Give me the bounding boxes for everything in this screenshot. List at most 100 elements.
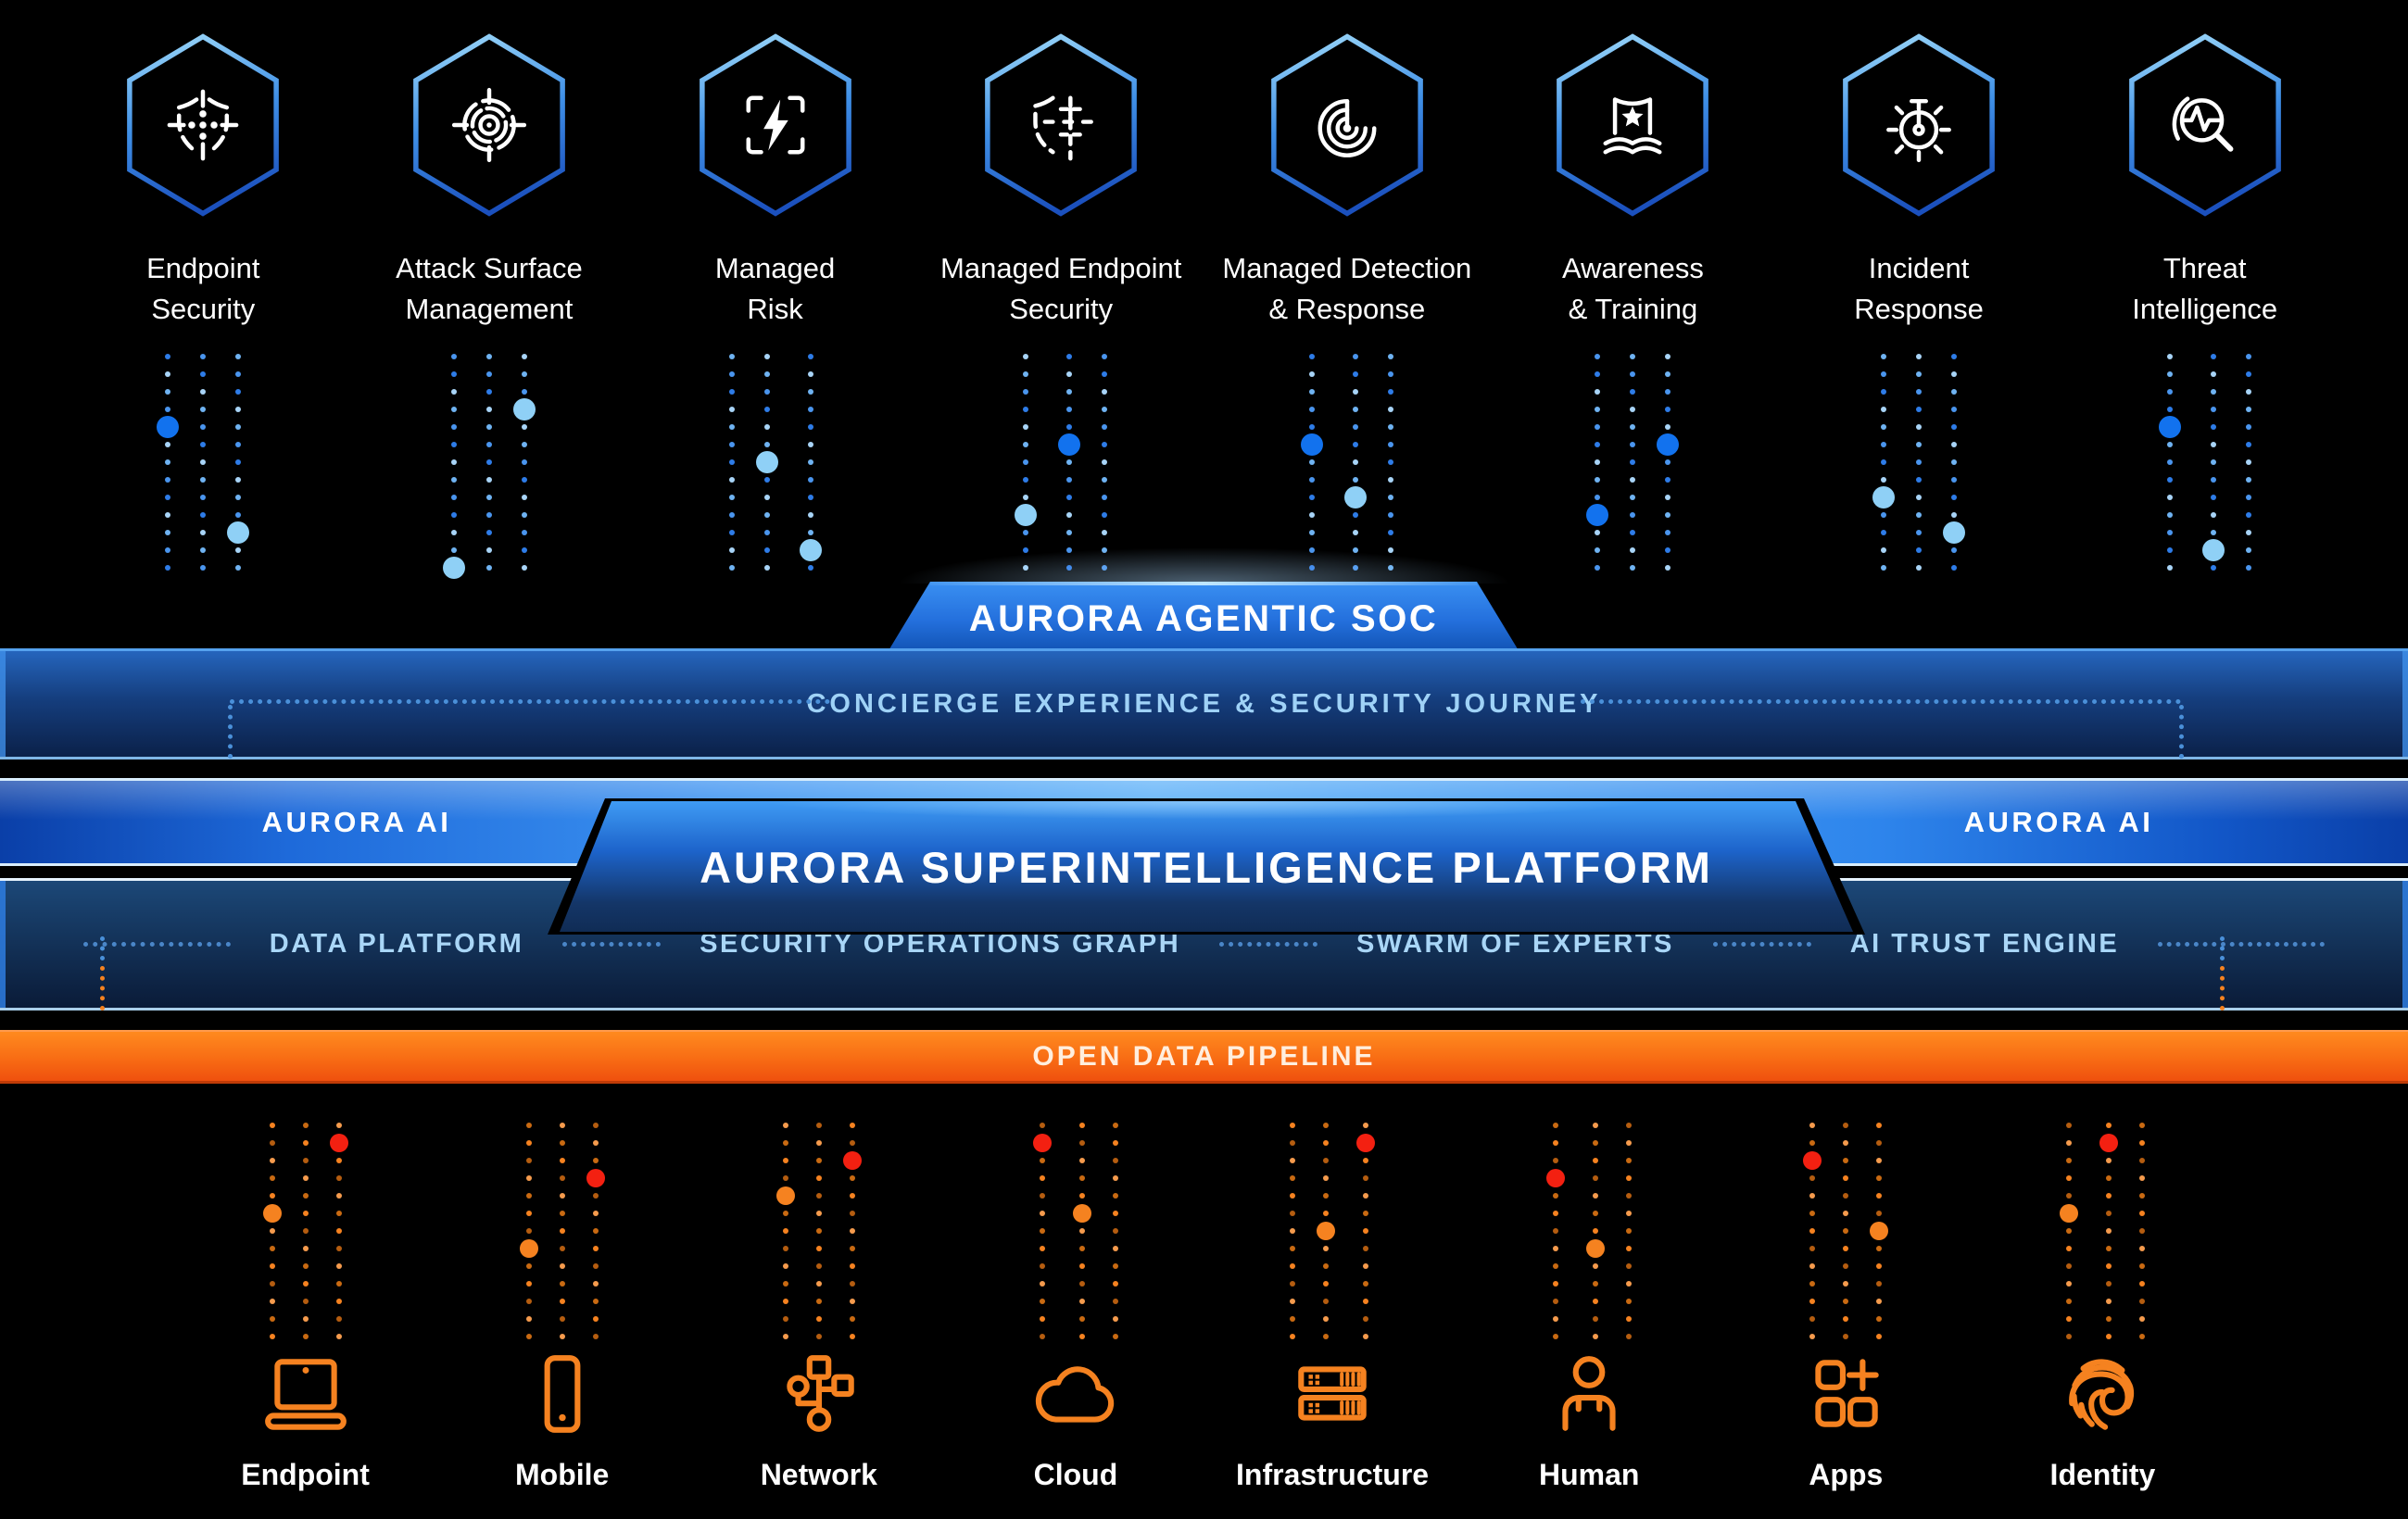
dot <box>335 1211 342 1216</box>
dot <box>2166 407 2173 412</box>
dot <box>782 1140 788 1146</box>
dot <box>269 1193 275 1199</box>
dot <box>2166 495 2173 500</box>
dot <box>763 407 770 412</box>
dot <box>782 1175 788 1181</box>
dot <box>302 1140 309 1146</box>
dot <box>1881 530 1887 535</box>
dot <box>1308 512 1315 518</box>
dot <box>1843 1175 1849 1181</box>
dot <box>1951 547 1958 553</box>
accent-dot <box>1356 1134 1376 1152</box>
superintelligence-platform-banner: AURORA SUPERINTELLIGENCE PLATFORM <box>560 801 1853 932</box>
dot <box>2166 547 2173 553</box>
dot <box>2066 1175 2073 1181</box>
dot <box>1843 1263 1849 1269</box>
dot <box>1881 459 1887 465</box>
dot <box>1876 1299 1883 1304</box>
dot <box>763 565 770 571</box>
dot <box>235 354 242 359</box>
dot <box>2139 1281 2146 1287</box>
dot <box>1809 1123 1816 1128</box>
dot <box>1387 495 1393 500</box>
dot <box>1881 407 1887 412</box>
dot <box>269 1281 275 1287</box>
dot <box>1352 459 1358 465</box>
dot <box>1323 1175 1330 1181</box>
data-flow-dots-blue <box>1015 354 1108 571</box>
dot <box>1102 565 1108 571</box>
dot <box>782 1158 788 1163</box>
dot <box>849 1211 855 1216</box>
accent-dot <box>227 521 250 544</box>
dot <box>2066 1334 2073 1339</box>
capability-ai-trust-engine: AI TRUST ENGINE <box>1849 929 2120 959</box>
dot <box>269 1334 275 1339</box>
dot <box>269 1158 275 1163</box>
data-flow-dots-orange <box>1032 1123 1118 1339</box>
dot <box>1809 1316 1816 1322</box>
dot <box>1102 442 1108 447</box>
dot <box>1308 371 1315 377</box>
dot <box>1323 1334 1330 1339</box>
dot <box>1876 1193 1883 1199</box>
dot <box>1593 1334 1599 1339</box>
dot <box>2066 1246 2073 1251</box>
dot <box>1387 512 1393 518</box>
dot <box>2106 1334 2112 1339</box>
accent-dot <box>1300 433 1323 456</box>
dot <box>525 1211 532 1216</box>
dot <box>1323 1140 1330 1146</box>
dot <box>1843 1158 1849 1163</box>
dot <box>1881 512 1887 518</box>
dot <box>1595 389 1601 395</box>
dot <box>2066 1228 2073 1234</box>
dot <box>1553 1140 1559 1146</box>
dot <box>525 1140 532 1146</box>
dot <box>1066 565 1073 571</box>
dot <box>1843 1299 1849 1304</box>
dot <box>165 354 171 359</box>
dot <box>1876 1175 1883 1181</box>
dot <box>763 389 770 395</box>
dot <box>1843 1211 1849 1216</box>
dot <box>782 1281 788 1287</box>
dot <box>1039 1246 1045 1251</box>
dot <box>1078 1140 1085 1146</box>
dot <box>2139 1123 2146 1128</box>
dot <box>1363 1123 1369 1128</box>
dot <box>521 495 527 500</box>
dot <box>1626 1158 1633 1163</box>
dot <box>165 459 171 465</box>
dot <box>1665 477 1671 483</box>
dot <box>335 1316 342 1322</box>
dot <box>1881 442 1887 447</box>
source-mobile: Mobile <box>434 1102 690 1492</box>
dot <box>1023 565 1029 571</box>
dot <box>235 407 242 412</box>
dot <box>450 512 457 518</box>
dot <box>1809 1299 1816 1304</box>
dotted-separator <box>83 942 231 947</box>
source-label: Human <box>1538 1458 1640 1491</box>
dot <box>1323 1123 1330 1128</box>
dot <box>521 459 527 465</box>
dot <box>1066 477 1073 483</box>
dot <box>200 371 207 377</box>
dot <box>849 1193 855 1199</box>
dot <box>1916 547 1923 553</box>
dot <box>1626 1299 1633 1304</box>
accent-dot <box>1943 521 1966 544</box>
dot <box>559 1211 565 1216</box>
dot <box>1323 1263 1330 1269</box>
dot <box>235 495 242 500</box>
dot <box>525 1228 532 1234</box>
dot <box>815 1281 822 1287</box>
source-cloud: Cloud <box>947 1102 1204 1492</box>
dot <box>1352 547 1358 553</box>
dot <box>2210 459 2216 465</box>
dot <box>2106 1281 2112 1287</box>
dot <box>1626 1211 1633 1216</box>
dot <box>782 1211 788 1216</box>
